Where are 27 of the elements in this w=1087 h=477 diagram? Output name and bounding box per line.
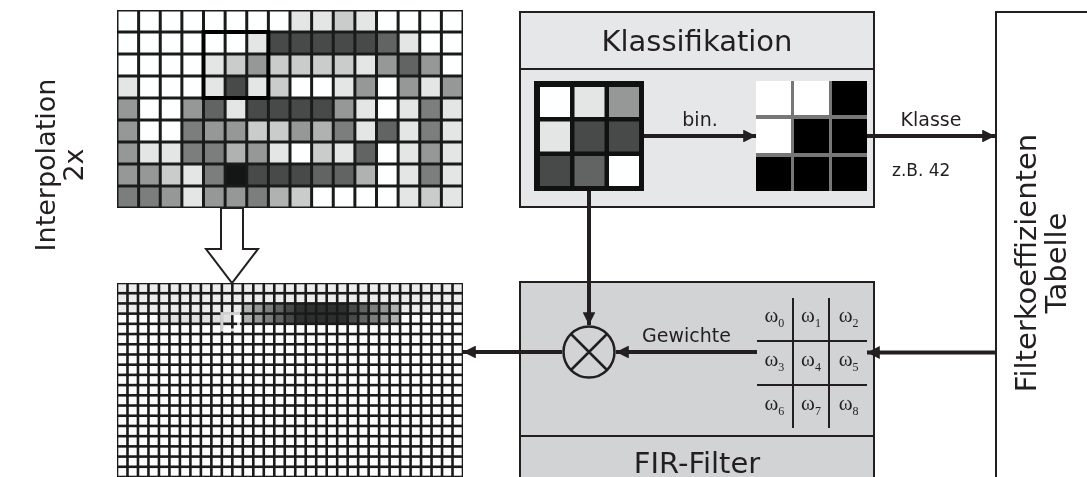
edge-label: bin. [682, 108, 718, 130]
weight-value: ω$_{3}$ [757, 342, 794, 386]
arrow [644, 129, 756, 143]
weight-value: ω$_{7}$ [793, 386, 831, 428]
weight-value: ω$_{6}$ [757, 386, 794, 428]
weight-value: ω$_{5}$ [830, 342, 867, 386]
arrow [867, 346, 995, 359]
arrow [867, 129, 995, 143]
weight-value: ω$_{0}$ [757, 298, 794, 342]
edge-label: Gewichte [642, 324, 731, 346]
table-box [995, 11, 1087, 477]
axis-title: Interpolation 2x [31, 77, 89, 254]
edge-label: Klasse [900, 108, 962, 130]
weight-value: ω$_{8}$ [837, 390, 860, 420]
arrow [616, 345, 757, 359]
block-title: Klassifikation [601, 23, 793, 58]
block-title: Filterkoeffizienten Tabelle [1010, 132, 1072, 395]
weight-value: ω$_{2}$ [830, 298, 867, 342]
arrow [463, 345, 562, 359]
weight-value: ω$_{4}$ [793, 342, 831, 386]
note-label: z.B. 42 [892, 160, 951, 180]
arrow [582, 191, 596, 325]
process-box [519, 11, 875, 208]
interpolation-arrow [203, 207, 261, 285]
weight-value: ω$_{1}$ [793, 298, 831, 342]
process-box [519, 281, 875, 477]
block-title: FIR-Filter [633, 446, 761, 477]
